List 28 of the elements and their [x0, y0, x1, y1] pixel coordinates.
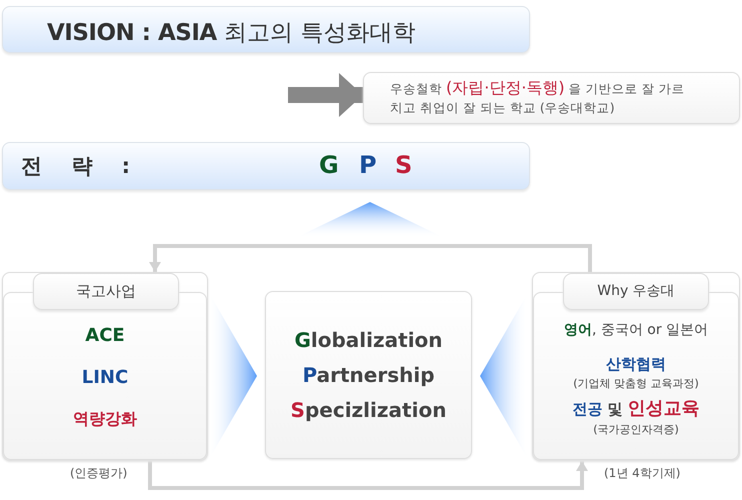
- strategy-word: Specizlization: [290, 398, 448, 422]
- strategy-box: [265, 291, 472, 459]
- item-note: (기업체 맞춤형 교육과정): [572, 376, 700, 391]
- connector-arrow: [149, 244, 592, 272]
- item-text: ACE: [84, 325, 126, 346]
- item-text: LINC: [80, 367, 130, 388]
- note-text: (인증평가): [70, 465, 128, 482]
- connector-arrow: [148, 461, 588, 490]
- note-text: (1년 4학기제): [604, 465, 680, 482]
- letter: G: [319, 151, 339, 179]
- banner-title: VISION : ASIA 최고의 특성화대학: [47, 19, 416, 48]
- philosophy-box: [363, 72, 740, 124]
- philosophy-text: 우송철학 (자립·단정·독행) 을 기반으로 잘 가르치고 취업이 잘 되는 학교 (우송대학교): [390, 78, 686, 117]
- strategy-banner: [2, 142, 530, 190]
- letter: P: [359, 151, 377, 179]
- item-note: (국가공인자격증): [592, 422, 680, 437]
- item-text: 산학협력: [605, 355, 667, 374]
- arrow: [288, 73, 363, 117]
- item-text: 전공 및 인성교육: [571, 397, 701, 420]
- vision-banner: [2, 6, 530, 53]
- strategy-label: 전 략 :: [21, 153, 130, 180]
- strategy-word: Partnership: [301, 363, 436, 387]
- tab-label: Why 우송대: [563, 273, 709, 310]
- strategy-word: Globalization: [293, 328, 444, 352]
- item-text: 영어, 중국어 or 일본어: [562, 321, 710, 339]
- item-text: 역량강화: [72, 409, 138, 430]
- letter: S: [395, 151, 412, 179]
- tab-label: 국고사업: [33, 273, 179, 310]
